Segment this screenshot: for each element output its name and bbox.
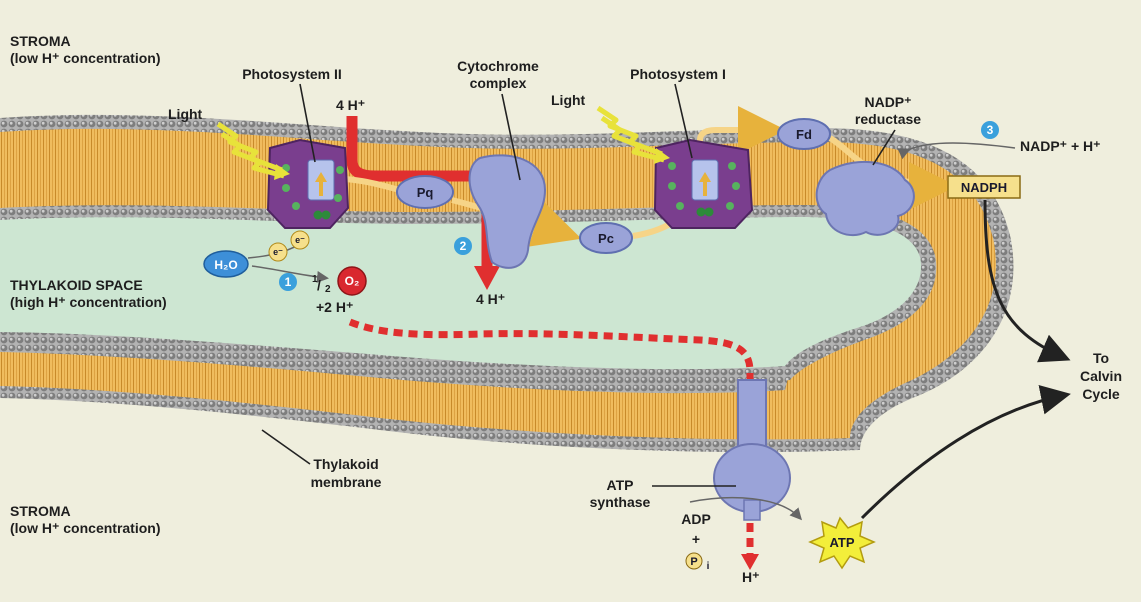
light-bolt-right xyxy=(596,105,670,164)
atp-synthase-label-2: synthase xyxy=(590,494,651,510)
light-bolt-left xyxy=(216,121,290,180)
svg-text:e⁻: e⁻ xyxy=(295,235,305,245)
svg-text:Pq: Pq xyxy=(417,185,434,200)
step-badge-1: 1 xyxy=(279,273,297,291)
svg-text:1: 1 xyxy=(312,274,318,285)
light-label-right: Light xyxy=(551,92,586,108)
stroma-top-label: STROMA xyxy=(10,33,71,49)
atp-synthase-label-1: ATP xyxy=(607,477,634,493)
adp-label: ADP xyxy=(681,511,711,527)
plus-label: + xyxy=(692,531,700,547)
photosystem-i-label: Photosystem I xyxy=(630,66,726,82)
to-calvin-label-3: Cycle xyxy=(1082,386,1120,402)
step-badge-3: 3 xyxy=(981,121,999,139)
stroma-bottom-sub: (low H⁺ concentration) xyxy=(10,520,161,536)
light-label-left: Light xyxy=(168,106,203,122)
thylakoid-membrane-label-1: Thylakoid xyxy=(313,456,378,472)
svg-text:2: 2 xyxy=(325,284,331,295)
pq-carrier: Pq xyxy=(396,175,454,209)
four-h-top-label: 4 H⁺ xyxy=(336,97,365,113)
pointer-lines xyxy=(261,83,896,487)
step-badge-2: 2 xyxy=(454,237,472,255)
h2o-label: H₂O xyxy=(214,258,237,272)
svg-text:2: 2 xyxy=(460,239,467,253)
thylakoid-space-label: THYLAKOID SPACE xyxy=(10,277,143,293)
nadp-reductase-protein xyxy=(815,160,915,237)
plus-two-h-label: +2 H⁺ xyxy=(316,299,353,315)
to-calvin-label-1: To xyxy=(1093,350,1109,366)
nadp-reductase-label-2: reductase xyxy=(855,111,921,127)
nadph-box: NADPH xyxy=(947,175,1021,199)
svg-text:NADPH: NADPH xyxy=(961,180,1007,195)
svg-text:3: 3 xyxy=(987,123,994,137)
svg-text:e⁻: e⁻ xyxy=(273,247,283,257)
stroma-top-sub: (low H⁺ concentration) xyxy=(10,50,161,66)
svg-text:Pc: Pc xyxy=(598,231,614,246)
atp-synthase-protein xyxy=(713,379,791,521)
atp-starburst: ATP xyxy=(808,516,876,570)
h-plus-bottom-label: H⁺ xyxy=(742,569,760,585)
svg-text:1: 1 xyxy=(285,275,292,289)
svg-text:Fd: Fd xyxy=(796,127,812,142)
svg-text:ATP: ATP xyxy=(829,535,854,550)
thylakoid-membrane-label-2: membrane xyxy=(311,474,382,490)
four-h-mid-label: 4 H⁺ xyxy=(476,291,505,307)
svg-text:i: i xyxy=(707,561,710,572)
svg-text:/: / xyxy=(317,277,321,293)
thylakoid-space-sub: (high H⁺ concentration) xyxy=(10,294,167,310)
cytochrome-label-2: complex xyxy=(470,75,527,91)
nadp-reductase-label-1: NADP⁺ xyxy=(864,94,911,110)
fd-carrier: Fd xyxy=(777,118,831,150)
cytochrome-complex xyxy=(468,154,547,269)
cytochrome-label-1: Cytochrome xyxy=(457,58,539,74)
nadp-plus-h-label: NADP⁺ + H⁺ xyxy=(1020,138,1101,154)
half-o2-fraction: 1 / 2 xyxy=(312,274,331,295)
svg-text:P: P xyxy=(690,556,697,568)
water-splitting: H₂O e⁻ e⁻ O₂ xyxy=(203,230,367,296)
photosystem-ii xyxy=(266,138,350,229)
photosystem-i xyxy=(653,138,754,229)
o2-label: O₂ xyxy=(345,274,360,288)
pc-carrier: Pc xyxy=(579,222,633,254)
pi-molecule: P i xyxy=(685,552,710,572)
stroma-bottom-label: STROMA xyxy=(10,503,71,519)
to-calvin-label-2: Calvin xyxy=(1080,368,1122,384)
photosystem-ii-label: Photosystem II xyxy=(242,66,342,82)
